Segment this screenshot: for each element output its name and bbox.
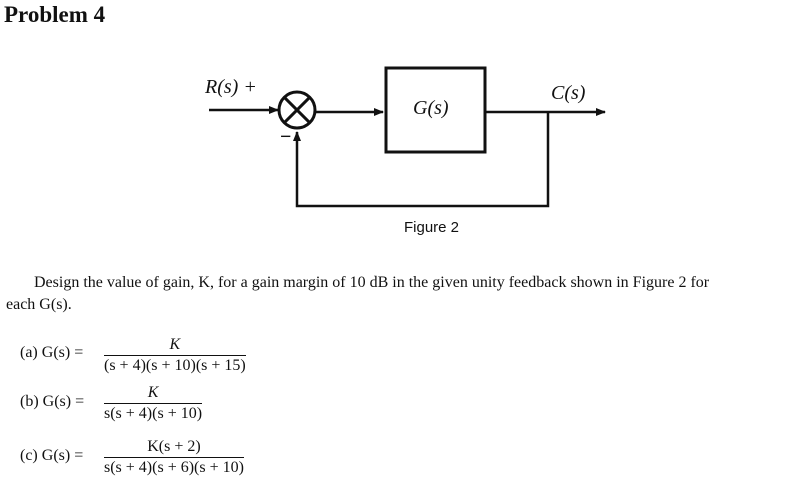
figure-caption: Figure 2 [404, 219, 460, 236]
problem-title: Problem 4 [4, 2, 106, 27]
fraction-bar [104, 355, 246, 356]
output-label: C(s) [551, 82, 586, 104]
part-b-fraction: K s(s + 4)(s + 10) [104, 384, 203, 423]
summing-junction-icon [277, 90, 317, 130]
block-label: G(s) [413, 97, 449, 119]
statement-line-1: Design the value of gain, K, for a gain … [34, 274, 710, 291]
part-a-denominator: (s + 4)(s + 10)(s + 15) [104, 357, 246, 374]
transfer-function-block [384, 66, 487, 154]
part-c-lhs: (c) G(s) = [20, 447, 84, 464]
part-c-numerator: K(s + 2) [147, 438, 201, 455]
feedback-path [293, 112, 550, 208]
part-b-lhs: (b) G(s) = [20, 393, 85, 410]
minus-sign-label: − [280, 126, 292, 148]
fraction-bar [104, 457, 244, 458]
fraction-bar [104, 403, 203, 404]
part-c-denominator: s(s + 4)(s + 6)(s + 10) [104, 459, 244, 476]
problem-statement: Design the value of gain, K, for a gain … [6, 272, 806, 316]
part-c-fraction: K(s + 2) s(s + 4)(s + 6)(s + 10) [104, 438, 244, 477]
part-a-fraction: K (s + 4)(s + 10)(s + 15) [104, 336, 246, 375]
input-label: R(s) + [205, 76, 257, 98]
statement-line-2: each G(s). [6, 296, 72, 313]
part-b-numerator: K [147, 384, 159, 401]
block-diagram-drawing [209, 66, 606, 208]
part-a-lhs: (a) G(s) = [20, 344, 84, 361]
part-b-denominator: s(s + 4)(s + 10) [104, 405, 203, 422]
part-a-numerator: K [169, 336, 181, 353]
